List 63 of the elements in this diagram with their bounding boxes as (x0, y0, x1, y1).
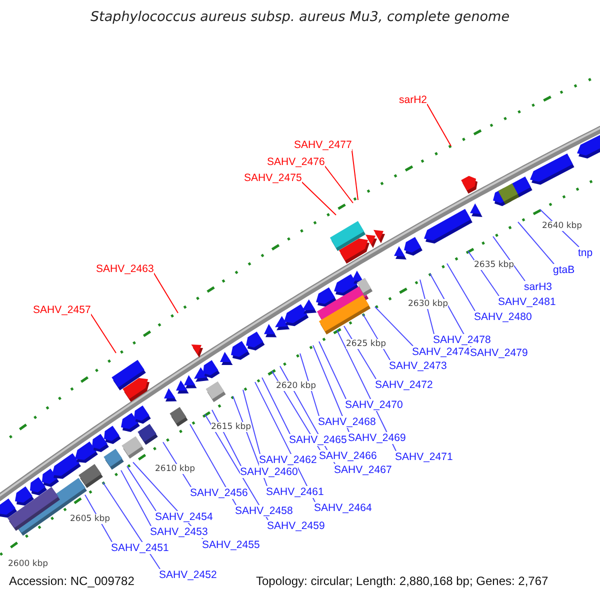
leader-line (318, 341, 346, 400)
gene-label: SAHV_2481 (498, 296, 556, 308)
leader-line (518, 222, 554, 264)
gene-label: SAHV_2456 (190, 487, 248, 499)
tick-label: 2605 kbp (70, 514, 110, 524)
tick-label: 2600 kbp (8, 559, 48, 569)
gene-label: SAHV_2468 (318, 416, 376, 428)
leader-line (102, 482, 160, 570)
tick-label: 2615 kbp (211, 422, 252, 432)
gene-label: tnp (578, 247, 593, 259)
gene-label: SAHV_2479 (470, 347, 528, 359)
gene-label: SAHV_2457 (33, 304, 91, 316)
gene-label: SAHV_2473 (389, 360, 447, 372)
gene-label: sarH3 (524, 281, 552, 293)
gene-label: SAHV_2472 (375, 379, 433, 391)
tick-label: 2635 kbp (474, 260, 514, 270)
gene-label: SAHV_2480 (474, 311, 532, 323)
leader-line (120, 470, 152, 526)
leader-line (492, 236, 526, 282)
leader-line (426, 104, 452, 146)
genome-info-text: Topology: circular; Length: 2,880,168 bp; Genes: 2,767 (256, 574, 548, 589)
leader-line (351, 148, 358, 200)
tick-label: 2640 kbp (542, 220, 582, 231)
gene-label: SAHV_2458 (235, 505, 293, 517)
diagram-title: Staphylococcus aureus subsp. aureus Mu3, complete genome (89, 9, 510, 26)
gene-label: gtaB (553, 264, 575, 276)
leader-line (374, 306, 414, 346)
leader-line (126, 466, 156, 512)
leader-line (301, 182, 336, 216)
tick-label: 2625 kbp (346, 339, 386, 350)
tick-label: 2630 kbp (408, 299, 448, 309)
tick-label: 2610 kbp (155, 464, 196, 474)
gene-label: SAHV_2463 (96, 263, 154, 275)
leader-line (262, 377, 290, 434)
gene-label: SAHV_2466 (319, 450, 377, 462)
gene-label: SAHV_2452 (159, 569, 217, 581)
gene-label: SAHV_2460 (240, 466, 298, 478)
gene-label: SAHV_2465 (289, 434, 347, 446)
gene-label: SAHV_2469 (348, 432, 406, 444)
gene-label: SAHV_2477 (294, 139, 352, 151)
leader-line (90, 314, 116, 354)
gene-label: sarH2 (399, 94, 428, 106)
gene-label: SAHV_2471 (395, 451, 453, 463)
accession-text: Accession: NC_009782 (9, 574, 134, 589)
leader-line (242, 389, 260, 454)
gene-label: SAHV_2476 (267, 156, 325, 168)
gene-label: SAHV_2464 (314, 502, 372, 514)
gene-label: SAHV_2451 (111, 542, 169, 554)
gene-label: SAHV_2478 (433, 334, 491, 346)
leader-line (153, 272, 178, 314)
leader-line (446, 263, 476, 312)
gene-label: SAHV_2453 (150, 526, 208, 538)
gene-label: SAHV_2454 (155, 511, 213, 523)
tick-label: 2620 kbp (276, 380, 316, 391)
gene-label: SAHV_2459 (267, 520, 325, 532)
leader-line (324, 166, 354, 204)
gene-label: SAHV_2455 (202, 539, 260, 551)
gene-label: SAHV_2474 (412, 346, 470, 358)
gene-label: SAHV_2475 (244, 172, 302, 184)
gene-label: SAHV_2470 (345, 399, 403, 411)
gene-label: SAHV_2461 (266, 486, 324, 498)
gene-label: SAHV_2462 (259, 454, 317, 466)
gene-label: SAHV_2467 (334, 464, 392, 476)
